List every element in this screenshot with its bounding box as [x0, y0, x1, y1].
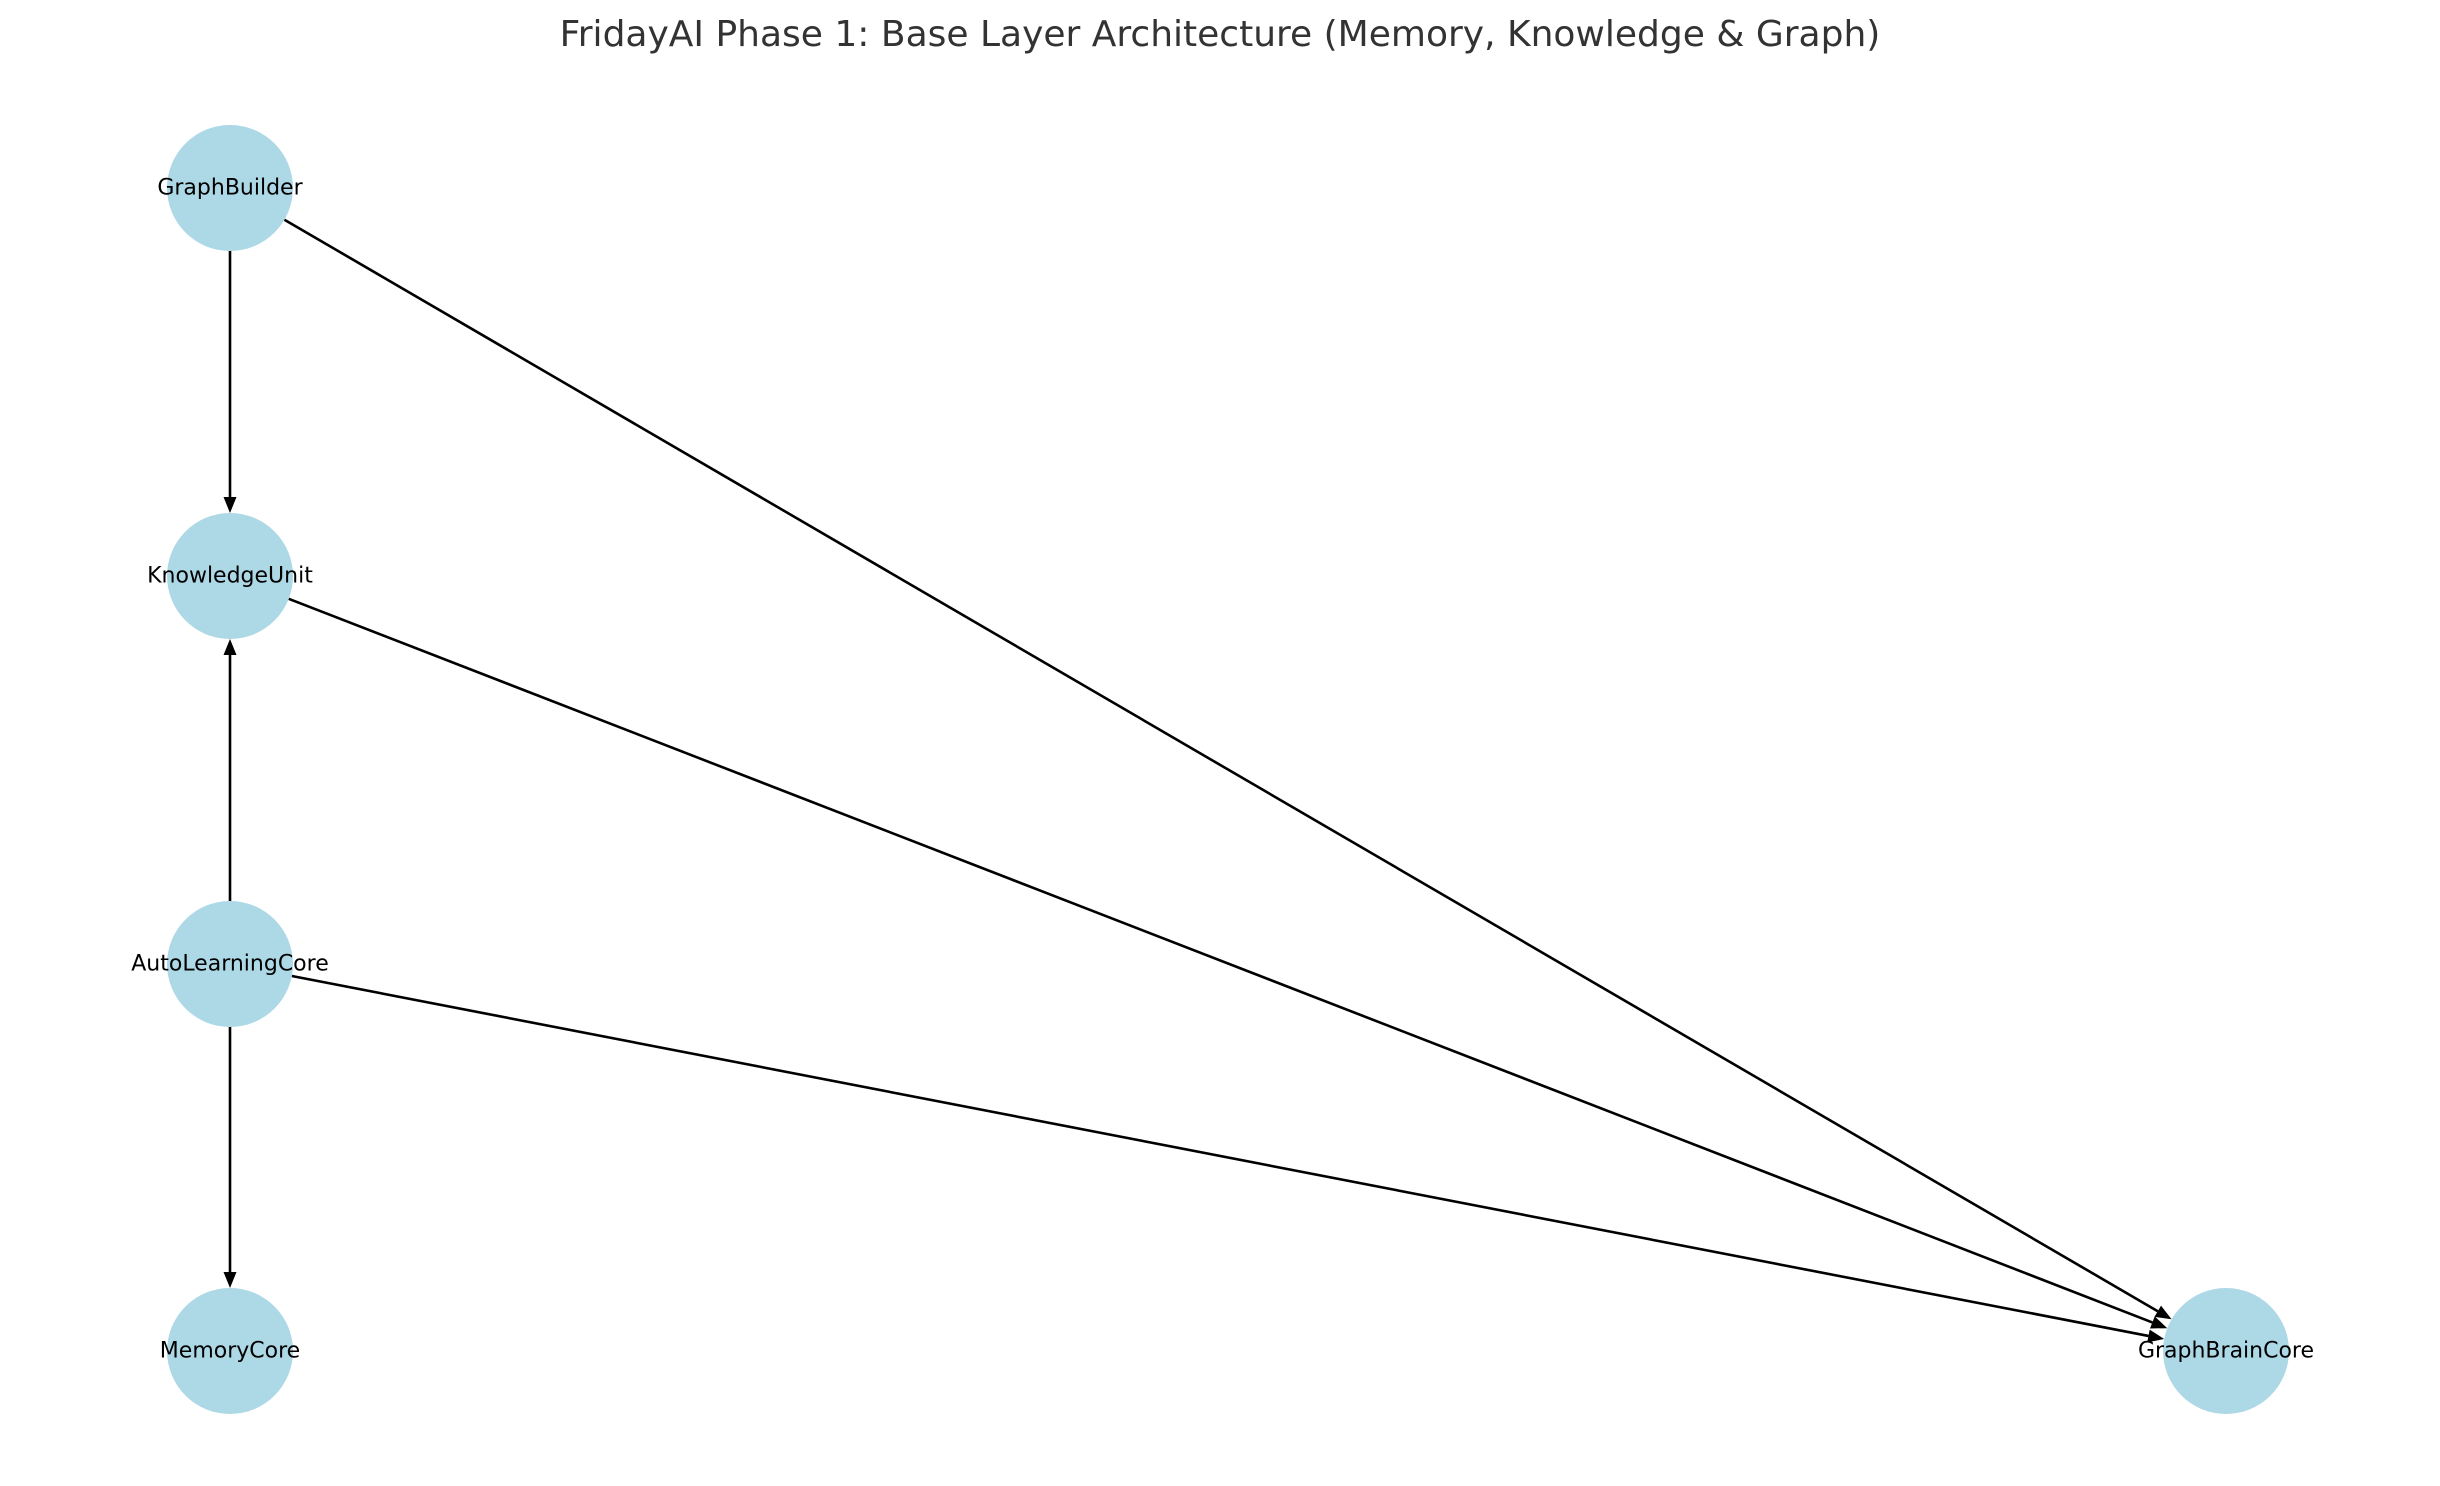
edge-auto-learning-core-to-knowledge-unit: [223, 639, 237, 901]
node-graph-brain-core: GraphBrainCore: [2138, 1288, 2314, 1414]
arrowhead: [223, 1272, 237, 1288]
node-label: GraphBuilder: [157, 176, 303, 201]
node-knowledge-unit: KnowledgeUnit: [147, 513, 313, 639]
arrowhead: [223, 497, 237, 513]
edge-line: [291, 974, 2149, 1338]
edge-knowledge-unit-to-graph-brain-core: [288, 597, 2168, 1329]
arrowhead: [2154, 1305, 2172, 1320]
edge-graph-builder-to-knowledge-unit: [223, 251, 237, 513]
edge-line: [288, 597, 2153, 1324]
nodes-layer: GraphBuilderKnowledgeUnitAutoLearningCor…: [131, 125, 2314, 1414]
edge-auto-learning-core-to-memory-core: [223, 1027, 237, 1288]
diagram-title: FridayAI Phase 1: Base Layer Architectur…: [559, 14, 1881, 55]
edge-graph-builder-to-graph-brain-core: [283, 218, 2172, 1320]
node-label: AutoLearningCore: [131, 952, 329, 977]
node-memory-core: MemoryCore: [160, 1288, 300, 1414]
arrowhead: [223, 639, 237, 655]
node-label: KnowledgeUnit: [147, 564, 313, 589]
node-circle: [167, 513, 293, 639]
node-circle: [167, 901, 293, 1027]
node-circle: [2163, 1288, 2289, 1414]
node-auto-learning-core: AutoLearningCore: [131, 901, 329, 1027]
edges-layer: [223, 218, 2172, 1343]
arrowhead: [2147, 1329, 2165, 1343]
node-label: MemoryCore: [160, 1339, 300, 1364]
node-circle: [167, 125, 293, 251]
node-label: GraphBrainCore: [2138, 1339, 2314, 1364]
node-graph-builder: GraphBuilder: [157, 125, 304, 251]
edge-line: [283, 218, 2159, 1313]
arrowhead: [2150, 1316, 2168, 1329]
node-circle: [167, 1288, 293, 1414]
edge-auto-learning-core-to-graph-brain-core: [291, 974, 2165, 1343]
